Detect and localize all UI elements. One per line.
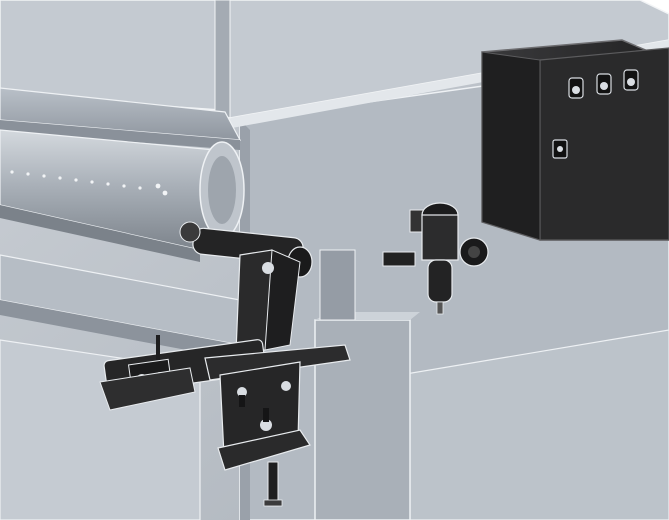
air-filter-regulator (382, 202, 489, 315)
roller-drum (0, 129, 245, 262)
upper-rail (0, 87, 242, 150)
control-cabinet (481, 39, 669, 241)
mounting-bracket (204, 344, 351, 456)
pneumatic-cylinder (99, 335, 267, 411)
cabinet-buttons (568, 69, 639, 99)
support-post (217, 429, 311, 507)
pivot-arm (179, 221, 313, 353)
cabinet-lock (552, 139, 568, 159)
